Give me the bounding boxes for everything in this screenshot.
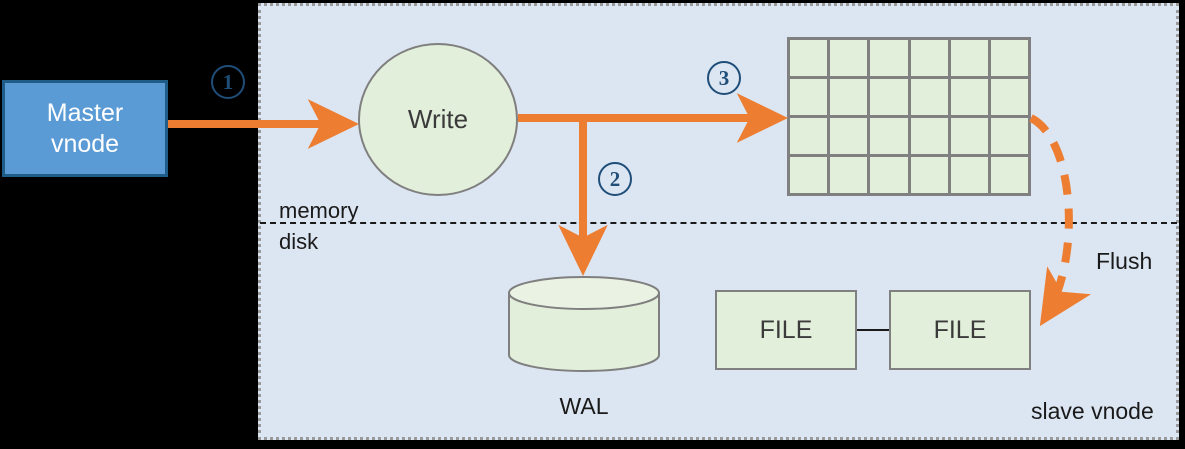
wal-label: WAL — [559, 393, 609, 419]
memory-disk-divider — [260, 222, 1177, 224]
memtable-cell — [990, 118, 1028, 154]
write-node-label: Write — [407, 104, 469, 134]
file-box-2[interactable]: FILE — [889, 290, 1031, 370]
memtable-cell — [910, 40, 948, 76]
memtable-cell — [870, 157, 908, 193]
flush-label: Flush — [1096, 248, 1153, 274]
memtable-cell — [870, 40, 908, 76]
file-box-1[interactable]: FILE — [715, 290, 857, 370]
memtable-cell — [990, 40, 1028, 76]
memtable-cell — [790, 79, 828, 115]
file-box-1-label: FILE — [759, 315, 813, 344]
memtable-cell — [950, 118, 988, 154]
memtable-cell — [950, 79, 988, 115]
memtable-cell — [830, 157, 868, 193]
memtable-cell — [830, 79, 868, 115]
wal-cylinder — [508, 276, 660, 372]
memtable-cell — [830, 40, 868, 76]
memory-label: memory — [279, 198, 359, 223]
memtable-grid — [787, 37, 1031, 196]
memtable-cell — [870, 118, 908, 154]
step-circle-3: 3 — [707, 61, 741, 95]
memtable-cell — [950, 157, 988, 193]
step-circle-2: 2 — [598, 162, 632, 196]
memtable-cell — [950, 40, 988, 76]
memtable-cell — [790, 40, 828, 76]
master-vnode-line2: vnode — [50, 129, 120, 158]
master-vnode-line1: Master — [46, 99, 124, 127]
memtable-cell — [830, 118, 868, 154]
memtable-cell — [990, 79, 1028, 115]
memtable-cell — [910, 118, 948, 154]
file-box-2-label: FILE — [933, 315, 987, 344]
master-vnode-box[interactable]: Master vnode — [2, 80, 168, 177]
wal-cylinder-shape — [508, 276, 660, 372]
step-circle-1: 1 — [211, 65, 245, 99]
memtable-cell — [790, 157, 828, 193]
write-node[interactable]: Write — [358, 43, 518, 196]
memtable-cell — [910, 79, 948, 115]
memtable-cell — [910, 157, 948, 193]
memtable-cell — [790, 118, 828, 154]
slave-vnode-label: slave vnode — [1031, 398, 1154, 424]
disk-label: disk — [279, 229, 319, 254]
memtable-cell — [990, 157, 1028, 193]
memtable-cell — [870, 79, 908, 115]
file-connector-line — [857, 329, 889, 331]
